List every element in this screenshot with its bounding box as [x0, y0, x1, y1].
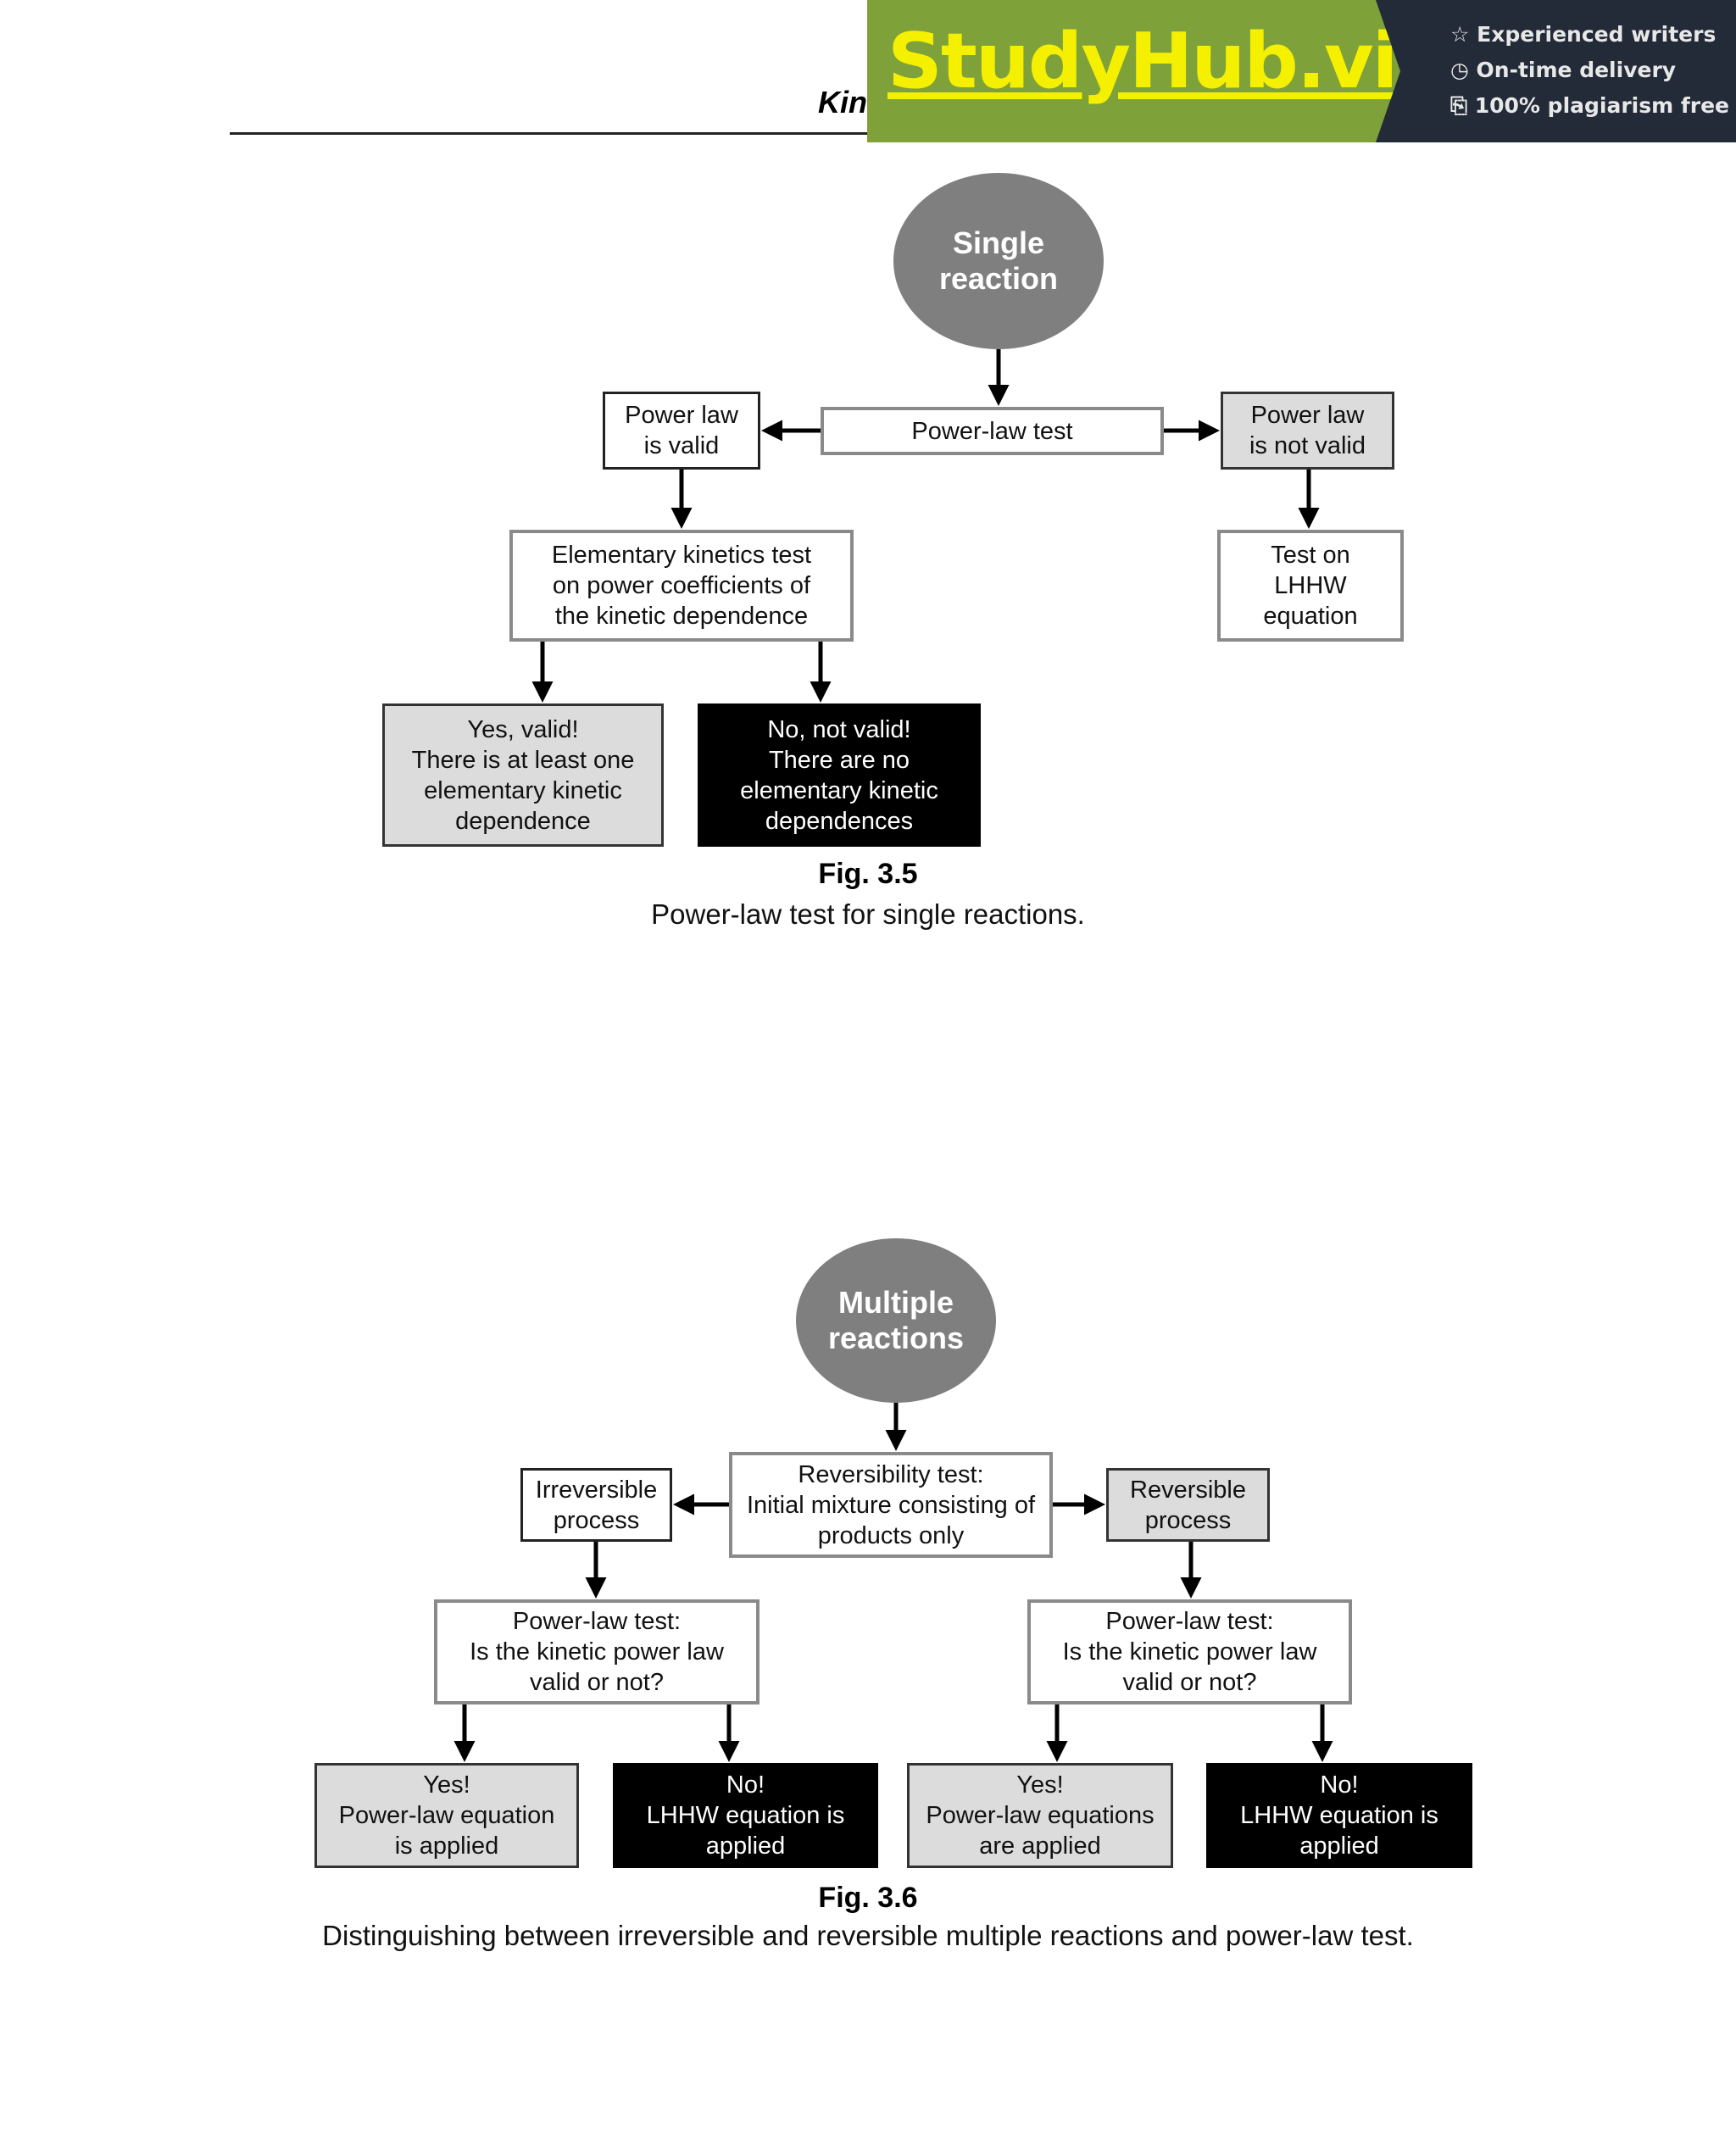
reversible-node: Reversible process — [1106, 1468, 1270, 1542]
feature-text: 100% plagiarism free — [1474, 93, 1729, 118]
yes-valid-node: Yes, valid! There is at least one elemen… — [382, 703, 664, 847]
feature-text: Experienced writers — [1477, 22, 1717, 47]
single-reaction-node: Single reaction — [893, 173, 1104, 349]
brand-logo: StudyHub.vip — [887, 17, 1449, 106]
yes-left-node: Yes! Power-law equation is applied — [314, 1763, 579, 1868]
figure-caption: Power-law test for single reactions. — [651, 898, 1085, 930]
power-law-test-left-node: Power-law test: Is the kinetic power law… — [434, 1599, 760, 1704]
figure-caption: Distinguishing between irreversible and … — [322, 1920, 1414, 1951]
multiple-reactions-node: Multiple reactions — [796, 1238, 996, 1403]
elementary-kinetics-test-node: Elementary kinetics test on power coeffi… — [509, 530, 854, 642]
banner-brand-panel: StudyHub.vip — [867, 0, 1400, 142]
feature-text: On-time delivery — [1476, 58, 1677, 82]
reversibility-test-node: Reversibility test: Initial mixture cons… — [729, 1452, 1053, 1558]
star-icon: ☆ — [1450, 22, 1470, 47]
irreversible-node: Irreversible process — [520, 1468, 672, 1542]
copy-icon: ⎘ — [1450, 93, 1468, 118]
no-right-node: No! LHHW equation is applied — [1206, 1763, 1472, 1868]
power-law-not-valid-node: Power law is not valid — [1221, 392, 1394, 470]
no-not-valid-node: No, not valid! There are no elementary k… — [698, 703, 981, 847]
lhhw-test-node: Test on LHHW equation — [1217, 530, 1404, 642]
header-rule — [230, 132, 874, 135]
feature-delivery: ◷ On-time delivery — [1450, 58, 1676, 82]
yes-right-node: Yes! Power-law equations are applied — [907, 1763, 1173, 1868]
feature-plagiarism: ⎘ 100% plagiarism free — [1450, 93, 1729, 119]
power-law-test-right-node: Power-law test: Is the kinetic power law… — [1027, 1599, 1352, 1704]
power-law-test-node: Power-law test — [821, 407, 1164, 455]
studyhub-banner[interactable]: StudyHub.vip ☆ Experienced writers ◷ On-… — [867, 0, 1736, 142]
power-law-valid-node: Power law is valid — [603, 392, 760, 470]
clock-icon: ◷ — [1450, 58, 1469, 82]
figure-label: Fig. 3.5 — [818, 858, 918, 890]
no-left-node: No! LHHW equation is applied — [613, 1763, 878, 1868]
running-title: Kin — [818, 85, 867, 120]
figure-label: Fig. 3.6 — [818, 1882, 918, 1914]
feature-experienced: ☆ Experienced writers — [1450, 22, 1716, 47]
